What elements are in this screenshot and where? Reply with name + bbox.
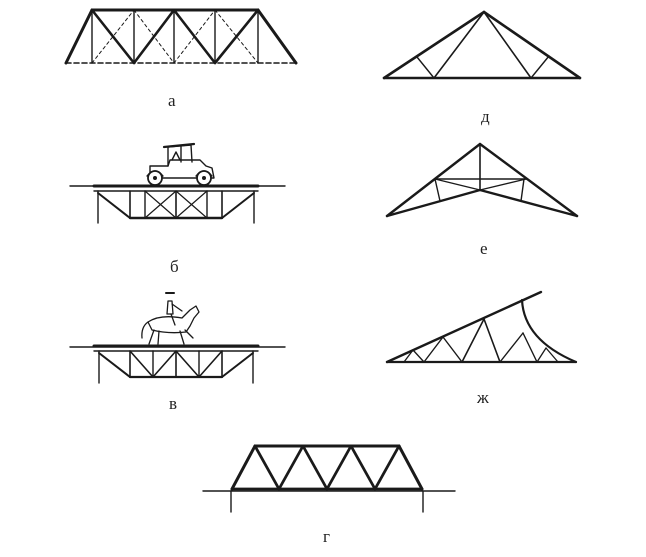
truss-d <box>382 10 582 80</box>
car-icon <box>146 142 215 186</box>
truss-g <box>202 444 456 513</box>
truss-b <box>69 184 286 224</box>
panel-label-b: б <box>170 257 179 276</box>
horse-rider-icon <box>141 292 200 345</box>
truss-e <box>385 142 579 218</box>
panel-label-a: а <box>168 91 176 110</box>
panel-label-zh: ж <box>477 388 489 407</box>
panel-label-e: е <box>480 239 488 258</box>
truss-v <box>69 344 286 384</box>
truss-zh <box>385 290 578 364</box>
panel-label-g: г <box>323 527 330 546</box>
panel-label-v: в <box>169 394 178 413</box>
panel-label-d: д <box>481 107 490 126</box>
truss-a <box>64 8 298 65</box>
